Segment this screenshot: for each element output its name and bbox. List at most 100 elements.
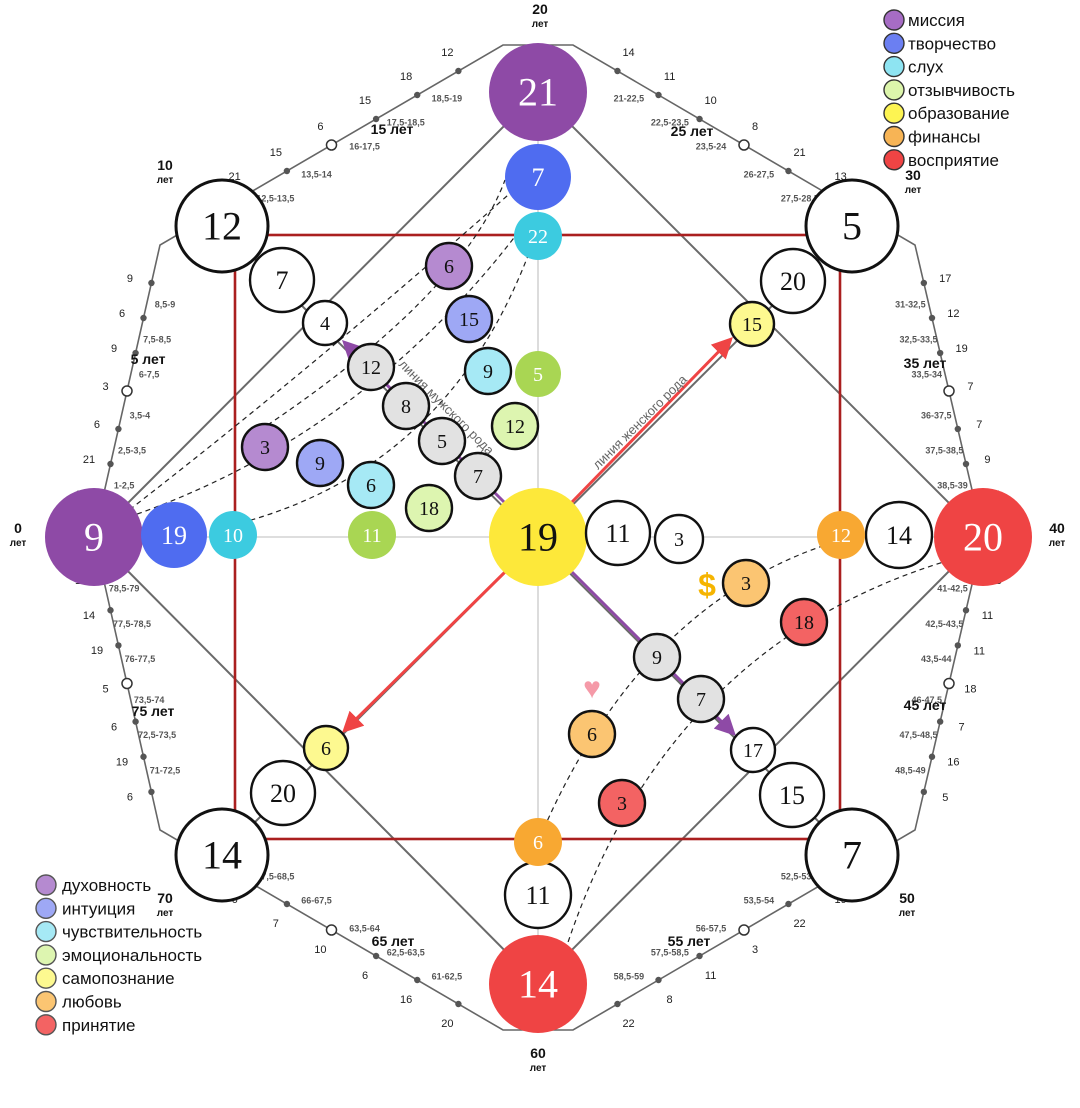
age-label-unit: лет xyxy=(157,908,174,919)
node-value: 4 xyxy=(320,313,330,335)
node-circle xyxy=(45,488,143,586)
node-top-main: 21 xyxy=(489,43,587,141)
age-midpoint-marker xyxy=(738,139,750,151)
age-range-label: 3,5-4 xyxy=(130,410,151,420)
age-label-main: 60 xyxy=(530,1045,546,1061)
age-tick-dot xyxy=(962,607,970,614)
node-circle xyxy=(444,294,494,344)
age-major-value: 22 xyxy=(622,1018,634,1030)
node-ul-blue: 15 xyxy=(444,294,494,344)
age-label-mid: 55 лет xyxy=(668,933,711,949)
node-bl-2: 20 xyxy=(249,759,317,827)
node-value: 10 xyxy=(223,525,243,547)
legend-bottom-label: эмоциональность xyxy=(62,946,202,965)
node-circle xyxy=(295,438,345,488)
legend-bottom-label: принятие xyxy=(62,1016,136,1035)
age-label-unit: лет xyxy=(157,175,174,186)
age-major-value: 8 xyxy=(667,994,673,1006)
node-br-main: 7 xyxy=(804,807,900,903)
node-love-3: 3 xyxy=(597,778,647,828)
legend-top-swatch xyxy=(883,9,905,31)
node-money-18: 18 xyxy=(779,597,829,647)
age-tick-dot xyxy=(920,788,928,796)
node-value: 6 xyxy=(366,475,376,497)
node-circle xyxy=(174,807,270,903)
age-range-label: 7,5-8,5 xyxy=(143,334,171,344)
age-major-value: 7 xyxy=(959,722,965,734)
age-major-value: 18 xyxy=(400,71,412,83)
age-major-value: 6 xyxy=(94,419,100,431)
age-tick-dot xyxy=(655,91,662,99)
age-range-label: 8,5-9 xyxy=(155,299,176,309)
age-tick-dot xyxy=(954,425,962,433)
age-major-value: 6 xyxy=(111,721,117,733)
node-tl-2: 7 xyxy=(248,246,316,314)
node-bottom-3: 6 xyxy=(514,818,562,866)
node-value: 12 xyxy=(505,416,525,438)
legend-bottom-swatch xyxy=(35,990,57,1013)
age-range-label: 78,5-79 xyxy=(109,584,140,594)
node-circle xyxy=(728,300,776,348)
node-value: 18 xyxy=(794,612,814,634)
legend-top-label: образование xyxy=(908,104,1010,123)
age-range-label: 66-67,5 xyxy=(301,895,332,905)
age-major-value: 6 xyxy=(127,792,133,804)
node-circle xyxy=(514,212,562,260)
age-label-main: 70 xyxy=(157,890,173,906)
legend-bottom-label: любовь xyxy=(62,993,122,1012)
node-tr-main: 5 xyxy=(804,178,900,274)
node-left-2: 19 xyxy=(141,502,207,568)
node-value: 11 xyxy=(605,519,630,548)
node-value: 7 xyxy=(473,466,483,488)
age-tick-dot xyxy=(148,279,155,287)
legend-bottom-swatch xyxy=(35,874,57,896)
node-value: 3 xyxy=(617,793,627,815)
age-range-label: 13,5-14 xyxy=(301,170,332,180)
dollar-icon: $ xyxy=(698,567,716,603)
age-tick-dot xyxy=(414,91,421,99)
node-circle xyxy=(489,935,587,1033)
node-left-main: 9 xyxy=(45,488,143,586)
node-circle xyxy=(453,451,503,501)
age-label-mid: 65 лет xyxy=(372,933,415,949)
dashed-curve-6 xyxy=(554,559,951,985)
age-range-label: 56-57,5 xyxy=(696,923,727,933)
node-circle xyxy=(779,597,829,647)
age-range-label: 71-72,5 xyxy=(150,765,181,775)
node-value: 3 xyxy=(741,573,751,595)
legend-bottom-label: интуиция xyxy=(62,899,135,918)
node-value: 21 xyxy=(518,70,558,115)
age-tick-dot xyxy=(928,314,936,322)
node-value: 7 xyxy=(842,833,862,878)
node-value: 12 xyxy=(202,204,242,249)
node-center: 19 xyxy=(489,488,587,586)
age-major-value: 21 xyxy=(793,147,805,159)
age-tick-dot xyxy=(148,788,155,796)
node-value: 8 xyxy=(401,396,411,418)
node-circle xyxy=(302,724,350,772)
age-tick-dot xyxy=(414,976,421,984)
node-circle xyxy=(817,511,865,559)
age-major-value: 19 xyxy=(91,645,103,657)
age-tick-dot xyxy=(655,976,662,984)
age-label-main: 50 xyxy=(899,890,915,906)
age-range-label: 76-77,5 xyxy=(125,654,156,664)
age-major-value: 14 xyxy=(83,610,95,622)
age-major-value: 17 xyxy=(939,273,951,285)
node-female-1: 9 xyxy=(632,632,682,682)
age-tick-dot xyxy=(455,1000,462,1008)
age-range-label: 31-32,5 xyxy=(895,300,926,310)
age-range-label: 62,5-63,5 xyxy=(387,947,425,957)
legend-bottom-label: самопознание xyxy=(62,969,175,988)
age-major-value: 10 xyxy=(314,944,326,956)
node-ll-cyan: 6 xyxy=(346,460,396,510)
node-circle xyxy=(597,778,647,828)
node-circle xyxy=(348,511,396,559)
node-circle xyxy=(463,346,513,396)
node-female-2: 7 xyxy=(676,674,726,724)
age-label-mid: 25 лет xyxy=(671,123,714,139)
age-label-mid: 45 лет xyxy=(904,697,947,713)
age-tick-dot xyxy=(455,67,462,75)
node-ll-green3: 11 xyxy=(348,511,396,559)
